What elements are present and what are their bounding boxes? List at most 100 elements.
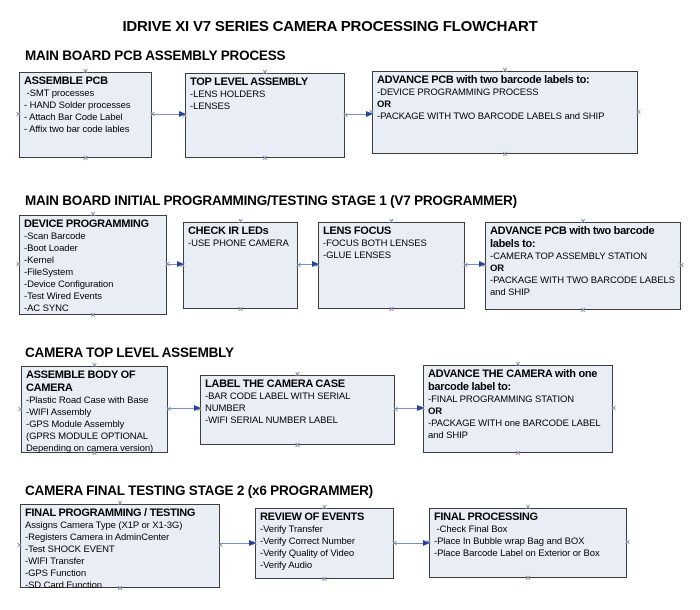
- flow-box-advance-pcb-to-camera-top: ADVANCE PCB with two barcode labels to: …: [482, 217, 684, 315]
- flow-box-label-camera-case: LABEL THE CAMERA CASE -BAR CODE LABEL WI…: [197, 370, 398, 450]
- connection-point-icon: ×: [610, 403, 617, 413]
- flow-arrow: [345, 111, 373, 117]
- connection-point-icon: ×: [678, 260, 685, 270]
- box-line: -PACKAGE WITH one BARCODE LABEL and SHIP: [428, 418, 603, 441]
- box-line: -BAR CODE LABEL WITH SERIAL NUMBER: [205, 391, 353, 414]
- box-line: -CAMERA TOP ASSEMBLY STATION: [490, 251, 647, 262]
- box-line: -Registers Camera in AdminCenter: [25, 532, 170, 543]
- connection-point-icon: ×: [82, 66, 89, 76]
- connection-point-icon: ×: [635, 106, 642, 117]
- box-line: -WIFI Transfer: [25, 556, 85, 567]
- section-heading-final-testing: CAMERA FINAL TESTING STAGE 2 (x6 PROGRAM…: [25, 483, 373, 498]
- flow-box-advance-pcb-two-labels: ADVANCE PCB with two barcode labels to: …: [369, 66, 641, 159]
- flow-box-lens-focus: LENS FOCUS -FOCUS BOTH LENSES -GLUE LENS…: [315, 217, 468, 314]
- connection-point-icon: ×: [502, 65, 508, 75]
- box-line: -SMT processes: [24, 88, 95, 99]
- box-line: -PACKAGE WITH TWO BARCODE LABELS and SHI…: [490, 275, 678, 298]
- connection-point-icon: ×: [17, 403, 24, 414]
- box-line: -PACKAGE WITH TWO BARCODE LABELS and SHI…: [377, 111, 605, 122]
- box-line: (GPRS MODULE OPTIONAL Depending on camer…: [26, 431, 154, 454]
- box-line: -GLUE LENSES: [323, 250, 391, 261]
- flow-arrow: [465, 261, 486, 267]
- box-line: -AC SYNC: [24, 303, 69, 314]
- box-line: -FileSystem: [24, 267, 74, 278]
- connection-point-icon: ×: [388, 216, 395, 226]
- connection-point-icon: ×: [237, 216, 244, 226]
- box-title: TOP LEVEL ASSEMBLY: [190, 76, 308, 88]
- connection-point-icon: ×: [294, 440, 301, 450]
- box-line: -Verify Quality of Video: [260, 548, 355, 559]
- box-line: -USE PHONE CAMERA: [188, 238, 289, 249]
- connection-point-icon: ×: [515, 448, 521, 458]
- box-line: -Boot Loader: [24, 243, 78, 254]
- section-heading-initial-programming: MAIN BOARD INITIAL PROGRAMMING/TESTING S…: [25, 193, 517, 208]
- connection-point-icon: ×: [117, 498, 123, 508]
- flow-box-check-ir-leds: CHECK IR LEDs -USE PHONE CAMERA ××××: [180, 217, 301, 314]
- box-line: -Check Final Box: [434, 524, 508, 535]
- box-line: -LENSES: [190, 101, 230, 112]
- connection-point-icon: ×: [295, 259, 302, 270]
- flow-arrow: [167, 261, 184, 267]
- page-title: IDRIVE XI V7 SERIES CAMERA PROCESSING FL…: [122, 18, 538, 35]
- connection-point-icon: ×: [165, 403, 172, 414]
- box-line: -GPS Function: [25, 568, 87, 579]
- box-line: -GPS Module Assembly: [26, 419, 125, 430]
- connection-point-icon: ×: [90, 209, 96, 219]
- connection-point-icon: ×: [82, 153, 89, 163]
- box-line: - Attach Bar Code Label: [24, 112, 123, 123]
- box-title: REVIEW OF EVENTS: [260, 511, 364, 523]
- box-line: -Place Barcode Label on Exterior or Box: [434, 548, 600, 559]
- box-title: LABEL THE CAMERA CASE: [205, 378, 345, 390]
- box-line: - HAND Solder processes: [24, 100, 131, 111]
- box-line: -Place In Bubble wrap Bag and BOX: [434, 536, 585, 547]
- connection-point-icon: ×: [515, 359, 521, 369]
- flow-box-assemble-pcb: ASSEMBLE PCB -SMT processes - HAND Solde…: [16, 67, 155, 163]
- flow-box-final-programming-testing: FINAL PROGRAMMING / TESTING Assigns Came…: [17, 499, 223, 593]
- box-title: ADVANCE PCB with two barcode labels to:: [377, 74, 590, 86]
- box-title: ASSEMBLE BODY OF CAMERA: [26, 369, 136, 394]
- box-title: LENS FOCUS: [323, 225, 391, 237]
- connection-point-icon: ×: [91, 360, 98, 370]
- connection-point-icon: ×: [262, 153, 268, 163]
- box-title: FINAL PROCESSING: [434, 511, 538, 523]
- box-line: -Verify Audio: [260, 560, 313, 571]
- connection-point-icon: ×: [294, 369, 301, 379]
- connection-point-icon: ×: [525, 573, 531, 583]
- box-line: -Plastic Road Case with Base: [26, 395, 149, 406]
- box-line-or: OR: [377, 99, 392, 110]
- box-title: CHECK IR LEDs: [188, 225, 269, 237]
- box-line: -Device Configuration: [24, 279, 114, 290]
- connection-point-icon: ×: [525, 502, 531, 512]
- box-line: -FINAL PROGRAMMING STATION: [428, 394, 575, 405]
- box-line-or: OR: [428, 406, 443, 417]
- box-line-or: OR: [490, 263, 505, 274]
- box-title: ADVANCE PCB with two barcode labels to:: [490, 225, 655, 250]
- flow-box-device-programming: DEVICE PROGRAMMING -Scan Barcode -Boot L…: [16, 210, 170, 320]
- connection-point-icon: ×: [321, 502, 328, 512]
- box-line: Assigns Camera Type (X1P or X1-3G): [25, 520, 183, 531]
- connection-point-icon: ×: [580, 216, 586, 226]
- flow-box-assemble-body: ASSEMBLE BODY OF CAMERA -Plastic Road Ca…: [18, 361, 171, 458]
- connection-point-icon: ×: [16, 540, 23, 550]
- connection-point-icon: ×: [580, 305, 586, 315]
- flow-arrow: [395, 405, 424, 411]
- flow-arrow: [168, 405, 201, 411]
- box-line: -Kernel: [24, 255, 54, 266]
- flow-box-top-level-assembly: TOP LEVEL ASSEMBLY -LENS HOLDERS -LENSES…: [182, 68, 348, 163]
- connection-point-icon: ×: [462, 259, 469, 270]
- box-title: DEVICE PROGRAMMING: [24, 218, 149, 230]
- connection-point-icon: ×: [15, 259, 22, 269]
- flow-arrow: [220, 540, 256, 546]
- box-title: ADVANCE THE CAMERA with one barcode labe…: [428, 368, 598, 393]
- box-line: - Affix two bar code lables: [24, 124, 130, 135]
- box-line: -LENS HOLDERS: [190, 89, 266, 100]
- box-line: -FOCUS BOTH LENSES: [323, 238, 427, 249]
- box-line: -Scan Barcode: [24, 231, 86, 242]
- connection-point-icon: ×: [321, 574, 328, 584]
- box-line: -WIFI Assembly: [26, 407, 92, 418]
- box-line: -WIFI SERIAL NUMBER LABEL: [205, 415, 338, 426]
- box-title: FINAL PROGRAMMING / TESTING: [25, 507, 196, 519]
- connection-point-icon: ×: [624, 537, 631, 547]
- section-heading-camera-top-assembly: CAMERA TOP LEVEL ASSEMBLY: [25, 345, 234, 360]
